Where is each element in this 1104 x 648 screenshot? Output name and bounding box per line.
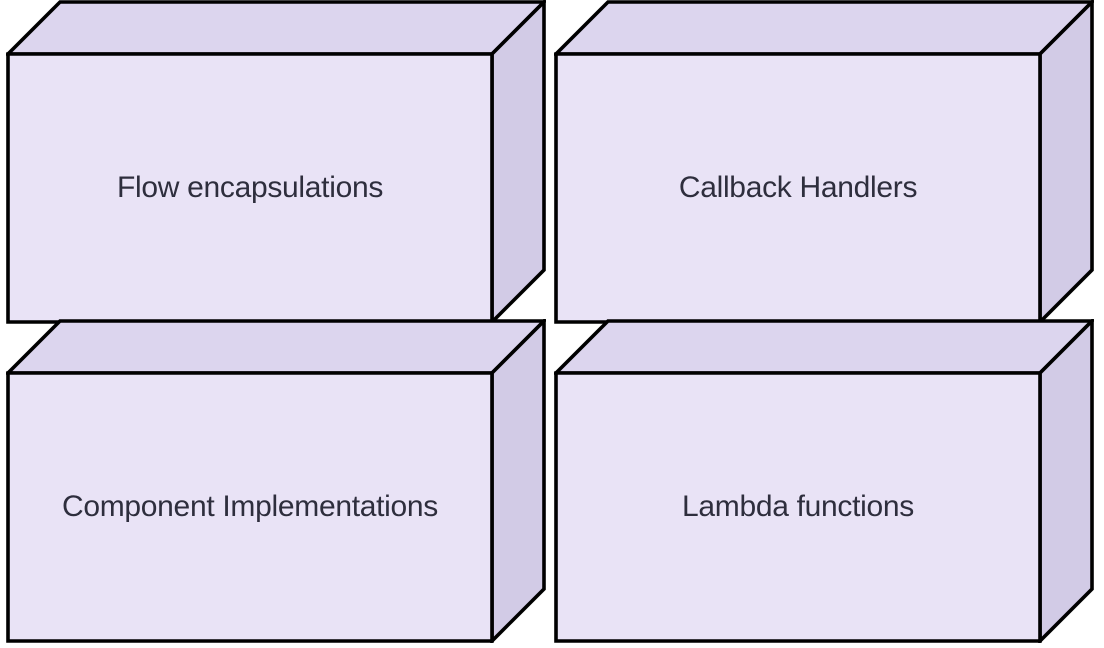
node-lambda-functions: Lambda functions <box>554 319 1094 643</box>
cube-front-face <box>554 371 1042 643</box>
cube-side-face <box>1038 0 1094 324</box>
node-callback-handlers: Callback Handlers <box>554 0 1094 324</box>
cube-top-face <box>554 319 1094 375</box>
cube-shape <box>6 319 546 643</box>
node-component-implementations: Component Implementations <box>6 319 546 643</box>
cube-side-face <box>1038 319 1094 643</box>
node-label: Flow encapsulations <box>116 171 384 204</box>
cube-shape <box>554 319 1094 643</box>
node-flow-encapsulations: Flow encapsulations <box>6 0 546 324</box>
cube-top-face <box>6 0 546 56</box>
cube-side-face <box>490 0 546 324</box>
cube-top-face <box>554 0 1094 56</box>
node-label: Callback Handlers <box>678 171 918 204</box>
cube-shape <box>554 0 1094 324</box>
cube-shape <box>6 0 546 324</box>
cube-front-face <box>6 371 494 643</box>
cube-top-face <box>6 319 546 375</box>
node-label: Component Implementations <box>61 490 439 523</box>
node-label: Lambda functions <box>681 490 915 523</box>
cube-side-face <box>490 319 546 643</box>
